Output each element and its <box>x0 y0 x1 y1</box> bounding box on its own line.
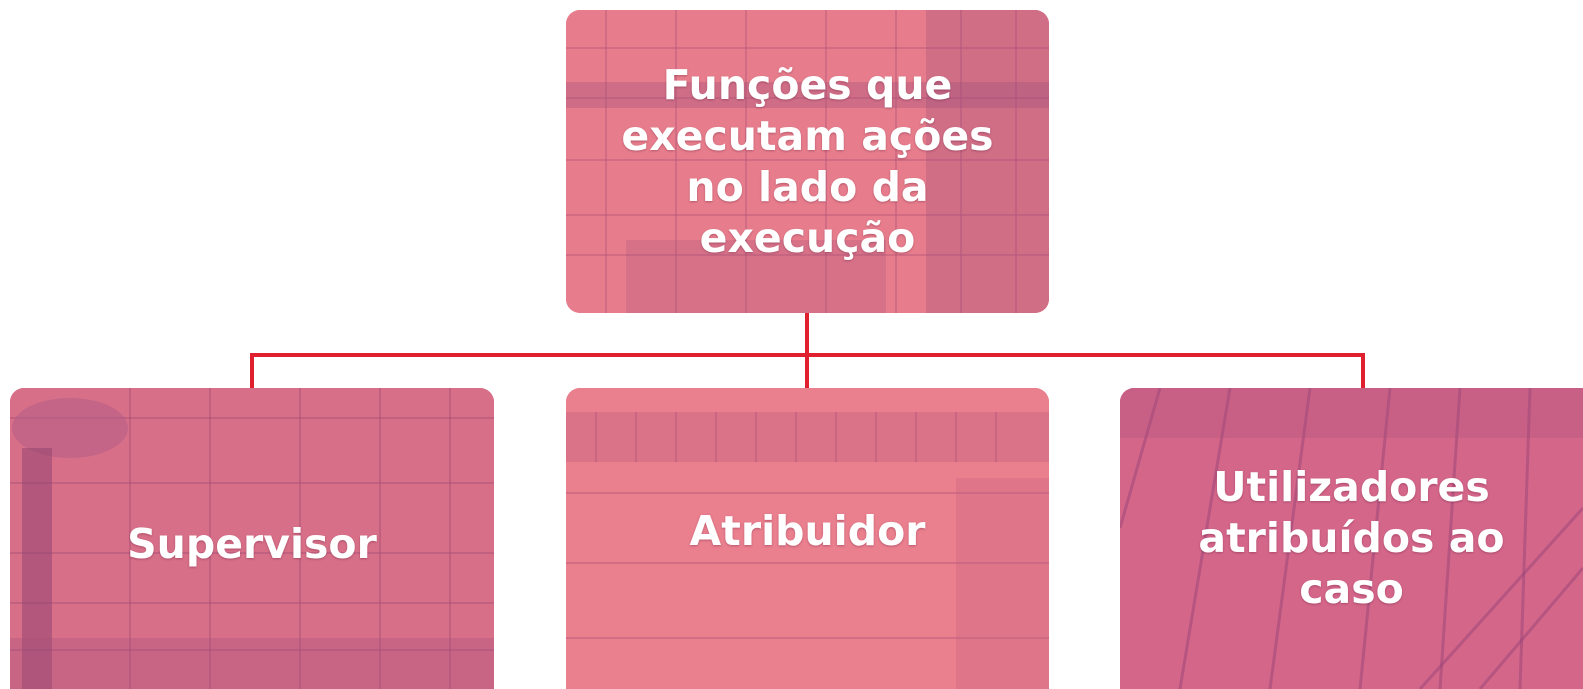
building-photo-background <box>566 10 1049 313</box>
assigned-users-label: Utilizadores atribuídos ao caso <box>1198 463 1505 613</box>
building-photo-background <box>1120 388 1583 689</box>
supervisor-box: Supervisor <box>10 388 494 689</box>
atribuidor-box: Atribuidor <box>566 388 1049 689</box>
building-photo-background <box>566 388 1049 689</box>
root-role-label: Funções que executam ações no lado da ex… <box>621 60 994 262</box>
root-role-box: Funções que executam ações no lado da ex… <box>566 10 1049 313</box>
assigned-users-box: Utilizadores atribuídos ao caso <box>1120 388 1583 689</box>
building-photo-background <box>10 388 494 689</box>
supervisor-label: Supervisor <box>127 520 377 568</box>
atribuidor-label: Atribuidor <box>689 507 926 555</box>
